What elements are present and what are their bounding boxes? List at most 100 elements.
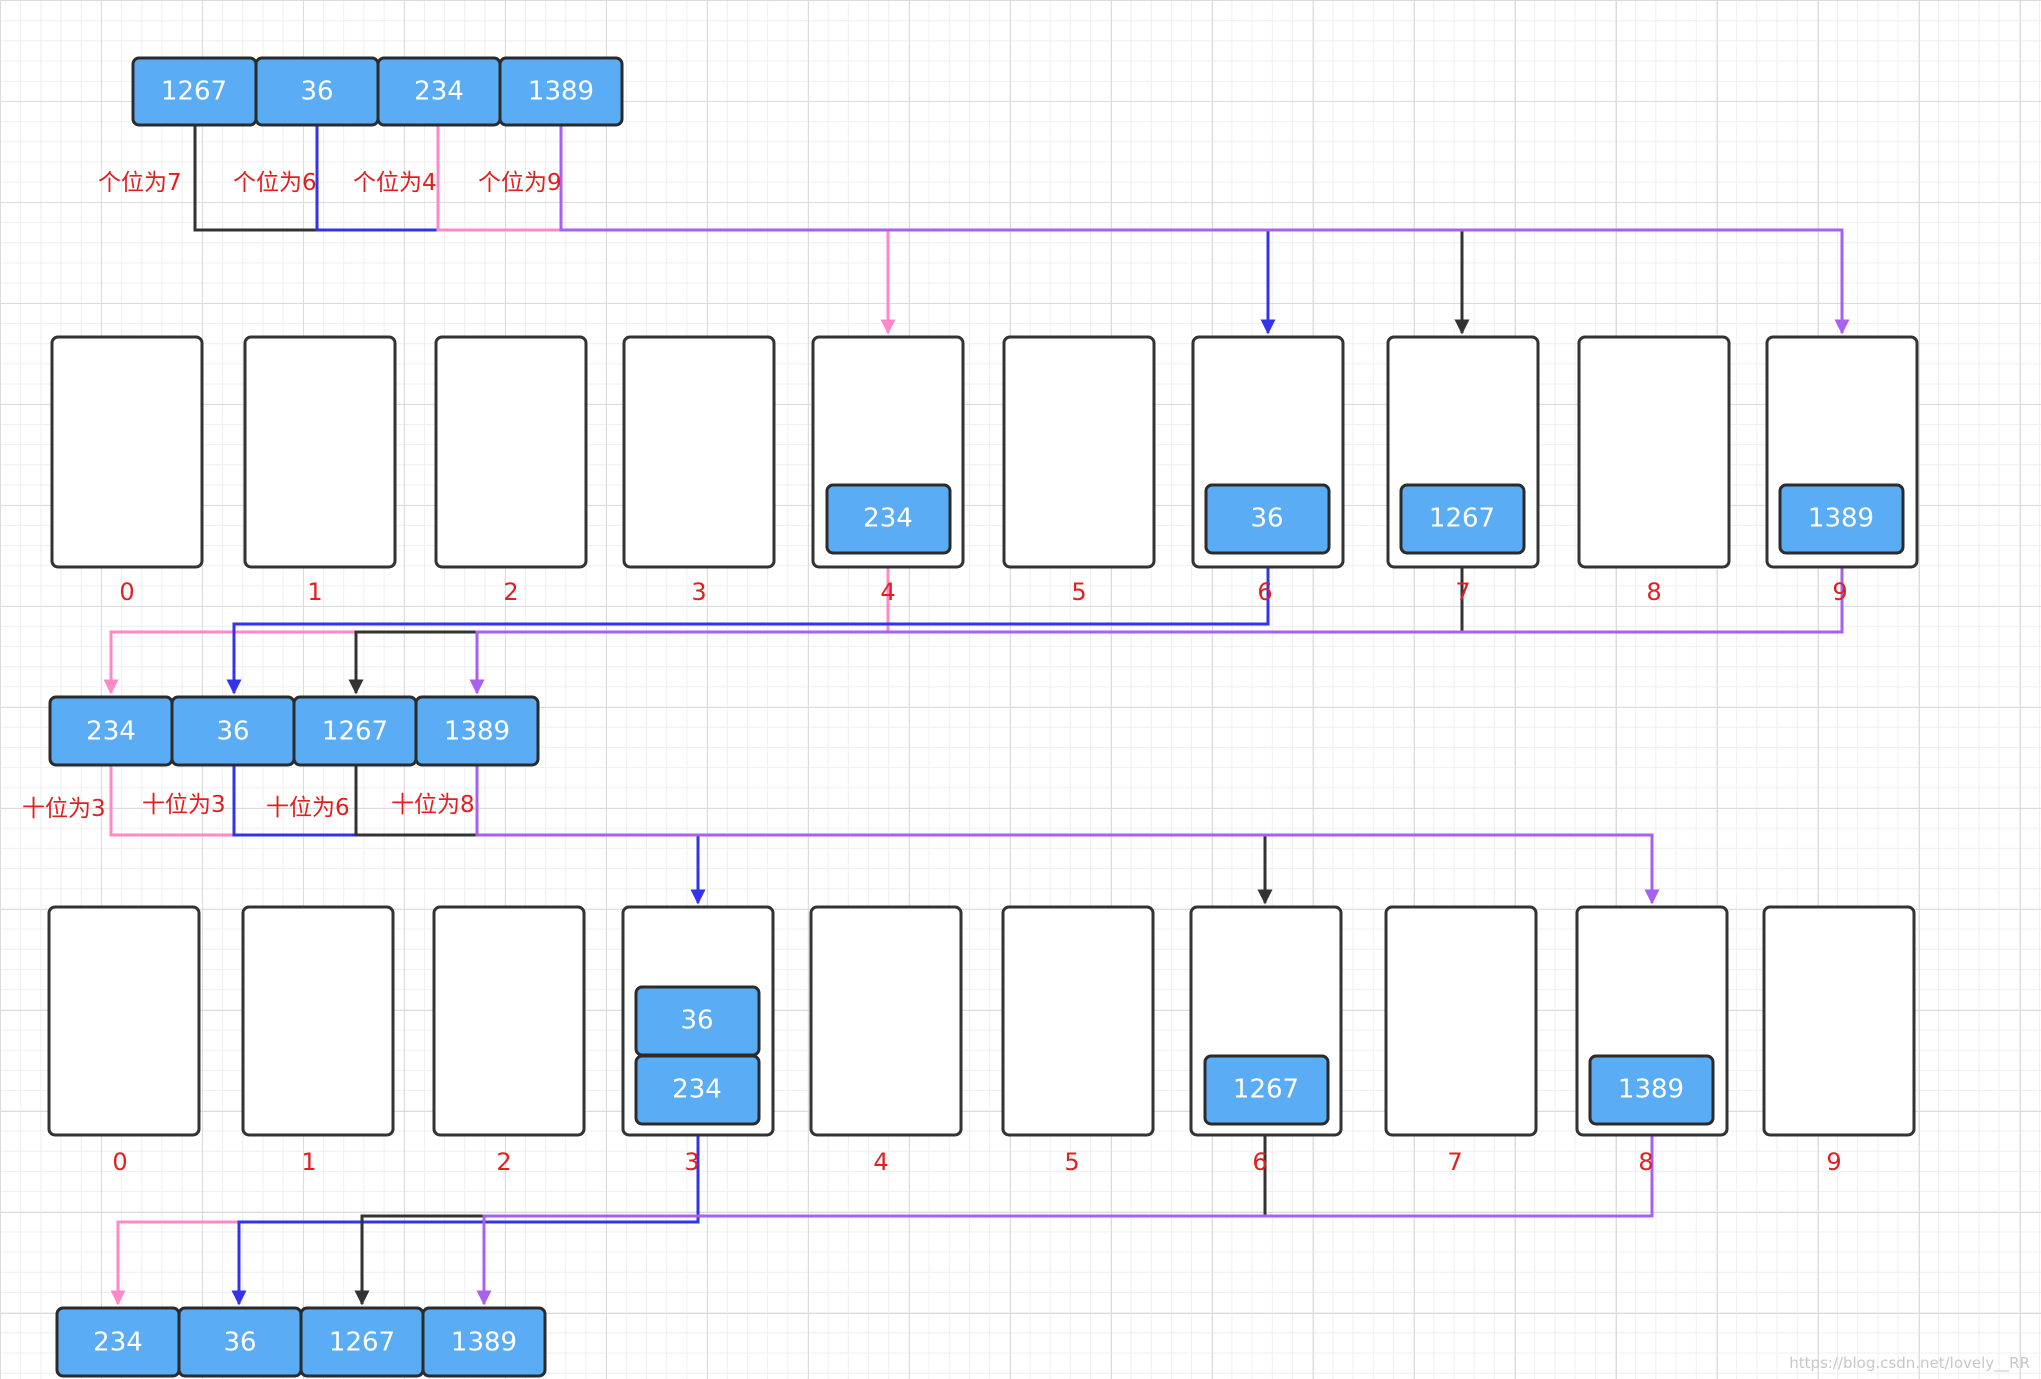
array-cell-value: 1267 [329,1328,395,1358]
bucket-item: 234 [825,483,952,555]
bucket-item-value: 36 [680,1006,713,1036]
connectors-round1-collect [103,555,1844,695]
bucket-item-value: 1389 [1618,1075,1684,1105]
bucket-1: 1 [243,335,397,606]
bucket-index: 5 [1071,578,1086,606]
bucket-item: 234 [634,1054,761,1126]
bucket-item-value: 234 [672,1075,722,1105]
array-cell: 1389 [414,695,540,767]
bucket-4: 4 [811,335,965,606]
array-cell-value: 1267 [161,77,227,107]
digit-note: 十位为6 [266,795,350,821]
connector-bucket6-to-36 [226,555,1270,695]
array-cell: 1389 [498,56,624,127]
bucket-index: 9 [1826,1148,1841,1176]
bucket-5: 5 [1001,905,1155,1176]
digit-note: 十位为8 [391,792,475,818]
bucket-item: 1267 [1203,1054,1330,1126]
digit-note: 个位为6 [233,170,317,196]
bucket-index: 8 [1646,578,1661,606]
bucket-4: 4 [809,905,963,1176]
connector-bucket9-to-1389 [469,555,1844,695]
array-cell-value: 36 [216,717,249,747]
bucket-item: 1389 [1778,483,1905,555]
array-cell: 1267 [131,56,258,127]
tens-digit-notes: 十位为3 十位为3 十位为6 十位为8 [22,792,475,822]
bucket-6: 6 [1191,335,1345,606]
array-cell-value: 36 [300,77,333,107]
bucket-9: 9 [1762,905,1916,1176]
array-cell: 1267 [292,695,418,767]
connector-bucket3-to-36 [231,1127,700,1306]
bucket-item: 36 [1204,483,1331,555]
array-cell: 1267 [299,1306,425,1378]
connectors-round2-collect [110,1127,1654,1306]
bucket-8: 8 [1577,335,1731,606]
initial-array: 1267 36 234 1389 [131,56,624,127]
array-cell-value: 1267 [322,717,388,747]
digit-note: 个位为9 [478,170,562,196]
bucket-7: 7 [1384,905,1538,1176]
array-cell: 234 [55,1306,181,1378]
array-cell-value: 234 [414,77,464,107]
connectors-round1-distribute [193,125,1850,335]
bucket-index: 6 [1252,1148,1267,1176]
after-round1-array: 234 36 1267 1389 [48,695,540,767]
bucket-item: 1389 [1588,1054,1715,1126]
bucket-index: 7 [1447,1148,1462,1176]
bucket-1: 1 [241,905,395,1176]
array-cell: 234 [48,695,174,767]
bucket-0: 0 [50,335,204,606]
bucket-index: 4 [880,578,895,606]
array-cell-value: 1389 [444,717,510,747]
bucket-index: 6 [1257,578,1272,606]
bucket-index: 2 [503,578,518,606]
bucket-item-value: 1267 [1429,504,1495,534]
bucket-3: 3 [622,335,776,606]
bucket-index: 3 [691,578,706,606]
bucket-item-value: 1267 [1233,1075,1299,1105]
connector-1389-to-bucket9 [559,125,1850,335]
bucket-index: 0 [119,578,134,606]
array-cell: 36 [177,1306,303,1378]
bucket-5: 5 [1002,335,1156,606]
array-cell: 234 [376,56,502,127]
array-cell: 1389 [421,1306,547,1378]
bucket-6: 6 [1189,905,1343,1176]
bucket-item-value: 1389 [1808,504,1874,534]
bucket-index: 4 [873,1148,888,1176]
bucket-index: 1 [307,578,322,606]
round1-buckets: 0 1 2 3 4 5 6 7 8 9 234 36 1267 1389 [50,335,1919,606]
ones-digit-notes: 个位为7 个位为6 个位为4 个位为9 [98,170,562,196]
final-array: 234 36 1267 1389 [55,1306,547,1378]
array-cell-value: 36 [223,1328,256,1358]
bucket-item-value: 234 [863,504,913,534]
bucket-item-value: 36 [1250,504,1283,534]
bucket-8: 8 [1575,905,1729,1176]
bucket-item: 1267 [1399,483,1526,555]
array-cell-value: 1389 [528,77,594,107]
watermark: https://blog.csdn.net/lovely__RR [1789,1354,2030,1373]
bucket-index: 5 [1064,1148,1079,1176]
connector-bucket8-to-1389 [476,1127,1654,1306]
array-cell-value: 1389 [451,1328,517,1358]
connectors-round2-distribute [109,765,1660,905]
bucket-2: 2 [432,905,586,1176]
bucket-item: 36 [634,985,761,1057]
bucket-index: 7 [1455,578,1470,606]
digit-note: 个位为4 [353,170,437,196]
array-cell-value: 234 [86,717,136,747]
bucket-9: 9 [1765,335,1919,606]
connector-1389-to-bucket8 [475,765,1660,905]
bucket-index: 8 [1638,1148,1653,1176]
bucket-index: 2 [496,1148,511,1176]
bucket-2: 2 [434,335,588,606]
bucket-index: 0 [112,1148,127,1176]
bucket-index: 9 [1832,578,1847,606]
array-cell-value: 234 [93,1328,143,1358]
digit-note: 十位为3 [142,792,226,818]
digit-note: 个位为7 [98,170,182,196]
array-cell: 36 [254,56,380,127]
bucket-0: 0 [47,905,201,1176]
bucket-index: 3 [684,1148,699,1176]
